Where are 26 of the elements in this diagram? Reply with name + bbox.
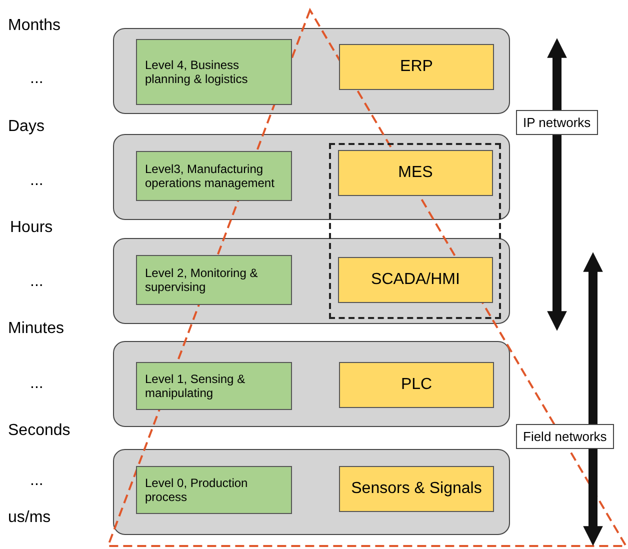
level-band xyxy=(113,28,510,114)
level-band xyxy=(113,341,510,427)
time-scale-label: us/ms xyxy=(8,509,51,527)
system-box: ERP xyxy=(339,44,494,90)
level-box: Level3, Manufacturing operations management xyxy=(136,151,292,201)
level-box: Level 4, Business planning & logistics xyxy=(136,39,292,105)
time-scale-label: ... xyxy=(30,172,44,190)
time-scale-label: Minutes xyxy=(8,320,64,338)
network-label: Field networks xyxy=(516,424,614,449)
level-band xyxy=(113,449,510,535)
time-scale-label: ... xyxy=(30,472,44,490)
time-scale-label: Hours xyxy=(10,219,53,237)
level-box: Level 2, Monitoring & supervising xyxy=(136,255,292,305)
time-scale-label: ... xyxy=(30,70,44,88)
time-scale-label: Days xyxy=(8,118,44,136)
system-box: Sensors & Signals xyxy=(339,466,494,512)
system-box: PLC xyxy=(339,362,494,408)
level-box: Level 0, Production process xyxy=(136,466,292,514)
network-label: IP networks xyxy=(516,110,598,135)
system-box: SCADA/HMI xyxy=(338,257,493,303)
time-scale-label: Months xyxy=(8,17,60,35)
time-scale-label: ... xyxy=(30,273,44,291)
level-box: Level 1, Sensing & manipulating xyxy=(136,362,292,410)
time-scale-label: ... xyxy=(30,375,44,393)
system-box: MES xyxy=(338,150,493,196)
time-scale-label: Seconds xyxy=(8,422,70,440)
